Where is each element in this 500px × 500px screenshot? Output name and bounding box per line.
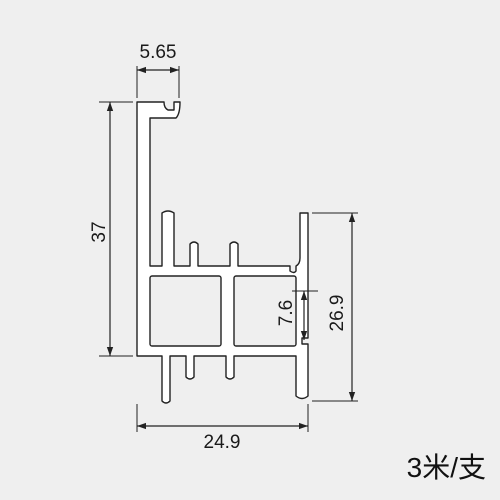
- profile-shape: [136, 101, 309, 404]
- dim-label-right-height: 26.9: [327, 295, 348, 332]
- dimension-lines: [106, 66, 356, 430]
- dim-label-height-total: 37: [89, 221, 110, 242]
- dim-label-inner-height: 7.6: [276, 300, 297, 326]
- dim-label-bottom-width: 24.9: [204, 432, 241, 453]
- length-per-piece-caption: 3米/支: [406, 452, 486, 483]
- dim-label-top-width: 5.65: [140, 42, 177, 63]
